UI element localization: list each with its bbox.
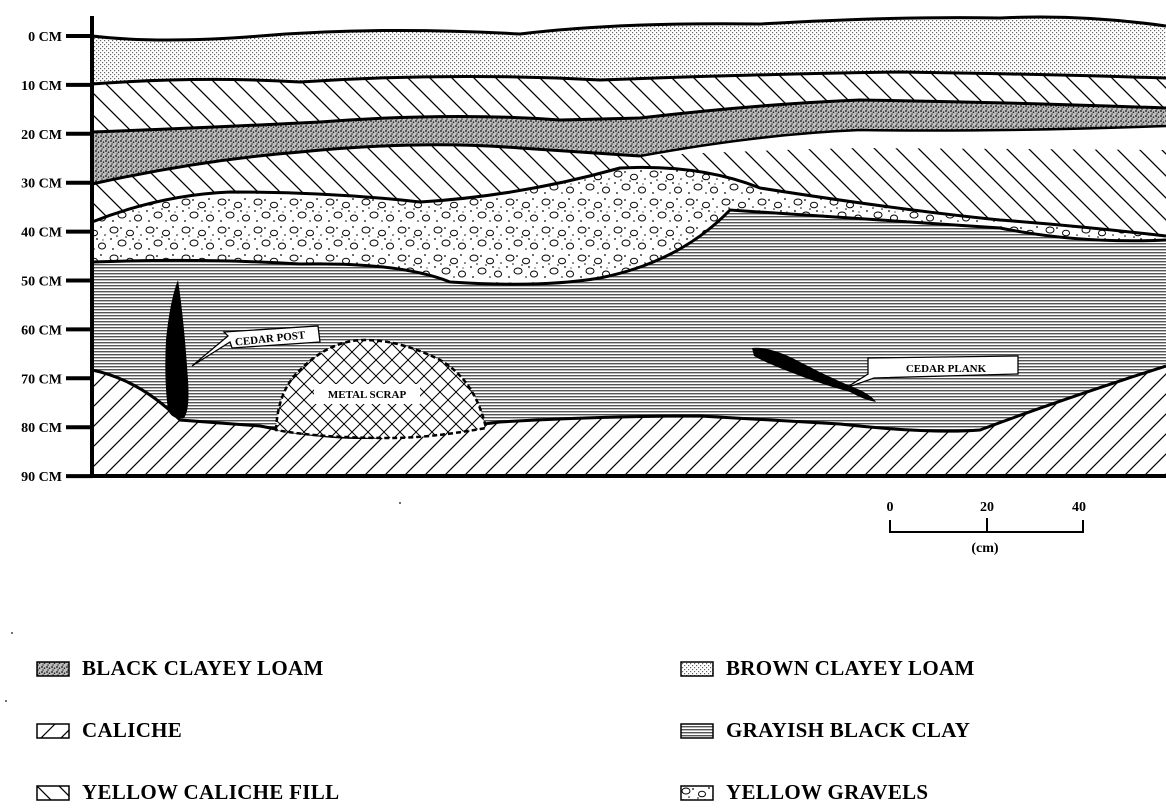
scale-tick-label-40: 40 — [1072, 500, 1086, 515]
scan-speck — [5, 700, 7, 702]
depth-label: 70 CM — [21, 372, 62, 387]
scale-tick-label-20: 20 — [980, 500, 994, 515]
depth-label: 60 CM — [21, 323, 62, 338]
scale-tick-label-0: 0 — [887, 500, 894, 515]
depth-label: 20 CM — [21, 128, 62, 143]
depth-label: 0 CM — [28, 30, 62, 45]
scale-unit-label: (cm) — [971, 541, 999, 556]
depth-label: 90 CM — [21, 470, 62, 485]
depth-label: 10 CM — [21, 79, 62, 94]
metal-scrap-label: METAL SCRAP — [328, 389, 407, 401]
scan-speck — [11, 632, 13, 634]
depth-label: 40 CM — [21, 226, 62, 241]
depth-axis-labels: 0 CM 10 CM 20 CM 30 CM 40 CM 50 CM 60 CM 70 CM 8… — [21, 30, 92, 485]
cedar-plank-label: CEDAR PLANK — [906, 363, 987, 375]
depth-label: 50 CM — [21, 275, 62, 290]
profile-strata — [90, 16, 1166, 478]
scan-speck — [399, 502, 401, 504]
depth-label: 30 CM — [21, 177, 62, 192]
scale-bar: 0 20 40 (cm) — [887, 500, 1087, 556]
depth-label: 80 CM — [21, 421, 62, 436]
